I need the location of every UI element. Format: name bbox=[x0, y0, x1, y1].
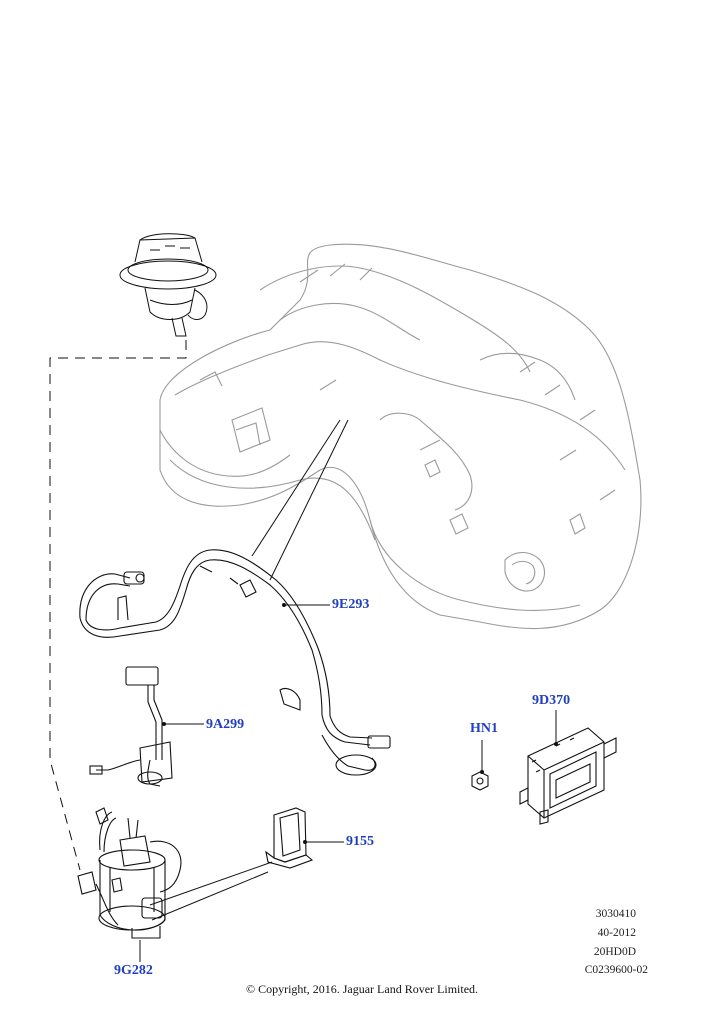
leader-dot-hn1 bbox=[480, 770, 484, 774]
leader-lines-bracket bbox=[149, 861, 273, 921]
leader-dot-9e293 bbox=[282, 603, 286, 607]
callout-9155[interactable]: 9155 bbox=[346, 834, 374, 849]
fuel-tank-illustration bbox=[159, 243, 642, 630]
reference-line-1: 3030410 bbox=[595, 908, 636, 920]
wiring-harness-9e293-illustration bbox=[79, 549, 391, 776]
leader-dot-9155 bbox=[303, 840, 307, 844]
callout-9e293[interactable]: 9E293 bbox=[332, 597, 370, 612]
reference-line-3: 20HD0D bbox=[593, 946, 636, 958]
reference-line-4: C0239600-02 bbox=[584, 964, 648, 976]
callout-9a299[interactable]: 9A299 bbox=[206, 717, 245, 732]
leader-dot-9d370 bbox=[554, 742, 558, 746]
tank-leader-lines bbox=[251, 419, 349, 581]
dashed-leader-line bbox=[49, 340, 187, 871]
bracket-9155-illustration bbox=[265, 807, 314, 869]
callout-9g282[interactable]: 9G282 bbox=[114, 963, 153, 978]
fuel-pump-module-9g282-illustration bbox=[77, 807, 182, 939]
pump-flange-illustration bbox=[119, 233, 217, 337]
control-module-9d370-illustration bbox=[519, 727, 617, 825]
callout-9d370[interactable]: 9D370 bbox=[532, 693, 571, 708]
nut-hn1-illustration bbox=[471, 771, 489, 791]
reference-line-2: 40-2012 bbox=[597, 927, 636, 939]
sensor-9a299-illustration bbox=[89, 666, 173, 787]
copyright-notice: © Copyright, 2016. Jaguar Land Rover Lim… bbox=[245, 982, 479, 996]
leader-dot-9a299 bbox=[162, 722, 166, 726]
callout-hn1[interactable]: HN1 bbox=[470, 721, 498, 736]
